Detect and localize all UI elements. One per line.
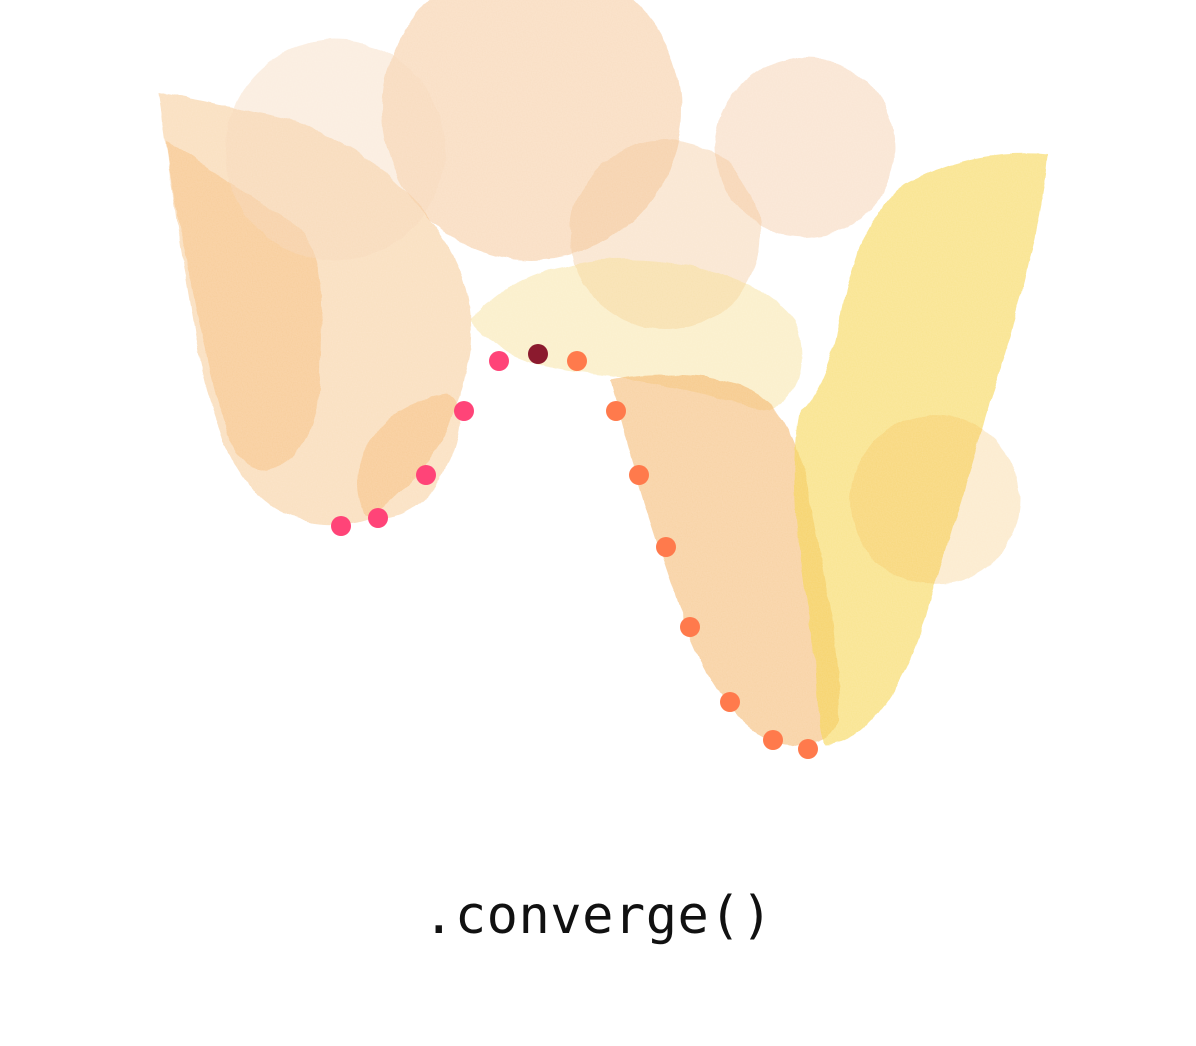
right-path-dot-6 xyxy=(720,692,740,712)
convergence-path-points xyxy=(331,344,818,759)
paper-grain xyxy=(150,0,1060,760)
left-path-dot-4 xyxy=(368,508,388,528)
right-path-dot-3 xyxy=(629,465,649,485)
right-path-dot-5 xyxy=(680,617,700,637)
right-path-dot-4 xyxy=(656,537,676,557)
left-path-dot-2 xyxy=(454,401,474,421)
right-path-dot-1 xyxy=(567,351,587,371)
start-point-dot xyxy=(528,344,548,364)
right-path-dot-8 xyxy=(798,739,818,759)
left-path-dot-5 xyxy=(331,516,351,536)
left-path-dot-3 xyxy=(416,465,436,485)
left-path-dot-1 xyxy=(489,351,509,371)
caption-text: .converge() xyxy=(423,886,773,946)
right-path-dot-7 xyxy=(763,730,783,750)
right-path-dot-2 xyxy=(606,401,626,421)
